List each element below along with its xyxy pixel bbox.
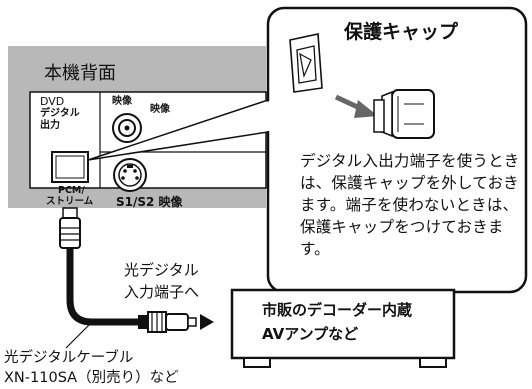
av-amplifier-box xyxy=(230,288,456,368)
dvd-label-line-1: DVD xyxy=(40,95,65,108)
input-label-line-1: 光デジタル xyxy=(124,261,199,279)
arrow-icon xyxy=(334,94,378,118)
video-label-1: 映像 xyxy=(112,96,132,107)
protective-cap-illustration xyxy=(373,89,435,139)
cable-name-line-1: 光デジタルケーブル xyxy=(4,350,134,366)
device-label-line-2: AVアンプなど xyxy=(262,325,359,343)
dvd-label-line-3: 出力 xyxy=(40,120,60,131)
port-socket-illustration xyxy=(289,33,323,93)
cable-name-leader xyxy=(65,321,93,349)
callout-title: 保護キャップ xyxy=(344,21,459,43)
pcm-label-line-2: ストリーム xyxy=(46,196,94,207)
s-video-label: S1/S2 映像 xyxy=(116,195,183,209)
cable-name-line-2: XN-110SA（別売り）など xyxy=(4,370,179,386)
video-label-2: 映像 xyxy=(150,104,170,115)
dvd-label-line-2: デジタル xyxy=(40,108,80,119)
panel-title: 本機背面 xyxy=(44,63,116,84)
pcm-label-line-1: PCM/ xyxy=(58,185,85,196)
rca-video-jack xyxy=(112,113,142,143)
input-label-line-2: 入力端子へ xyxy=(124,283,200,301)
s-video-jack xyxy=(113,158,147,192)
callout-text: デジタル入出力端子を使うときは、保護キャップを外しておきます。端子を使わないとき… xyxy=(300,152,520,258)
device-label-line-1: 市販のデコーダー内蔵 xyxy=(262,301,413,319)
